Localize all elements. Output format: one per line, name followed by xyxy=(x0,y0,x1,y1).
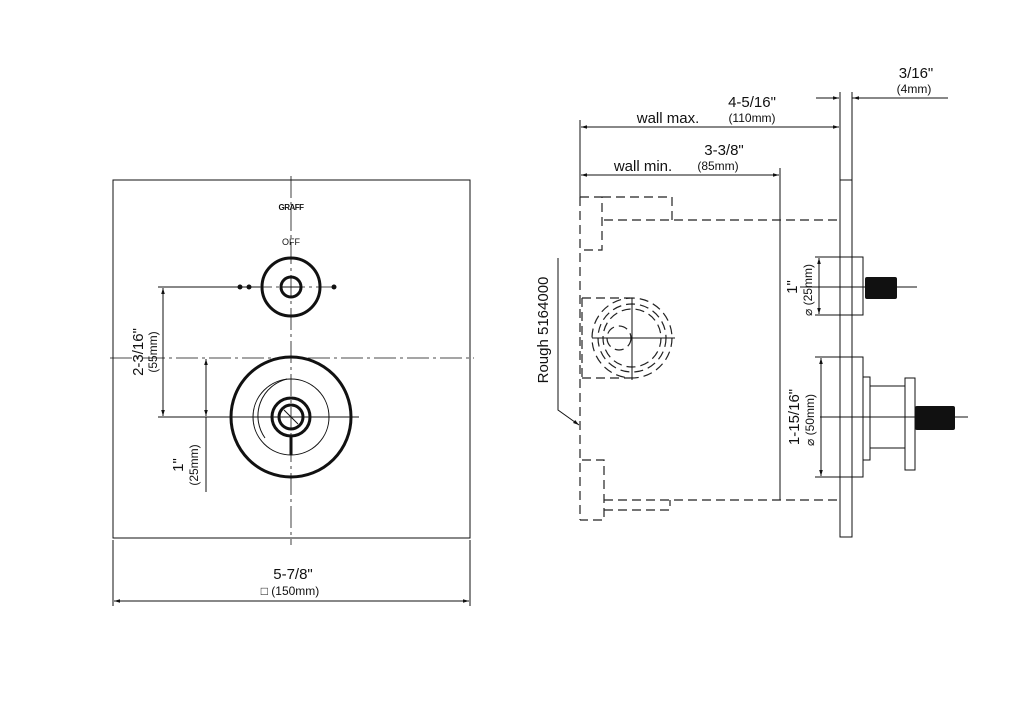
dim-label: (55mm) xyxy=(146,331,160,372)
off-label: OFF xyxy=(282,237,300,247)
dim-label: ⌀ (50mm) xyxy=(803,394,817,446)
dim-wall-max: wall max. 4-5/16" (110mm) xyxy=(579,94,839,200)
brand-logo: GRAFF xyxy=(278,203,304,212)
dim-label: (4mm) xyxy=(897,82,932,96)
dim-wall-min: wall min. 3-3/8" (85mm) xyxy=(581,142,781,500)
dim-label: 1" xyxy=(170,458,187,472)
rough-label: Rough 5164000 xyxy=(535,277,552,384)
rough-valve-body: Rough 5164000 xyxy=(535,196,840,521)
dim-label: 3/16" xyxy=(899,65,934,82)
dim-vertical-spacing: 2-3/16" (55mm) xyxy=(130,286,260,418)
dim-label: ⌀ (25mm) xyxy=(801,264,815,316)
trim-plate-side xyxy=(839,179,853,538)
dim-label: 4-5/16" xyxy=(728,94,776,111)
dim-label: 3-3/8" xyxy=(704,142,744,159)
dim-label: wall min. xyxy=(613,158,672,175)
dim-label: □ (150mm) xyxy=(261,584,320,598)
dim-center-offset: 1" (25mm) xyxy=(170,359,208,492)
diverter-side: 1" ⌀ (25mm) xyxy=(784,256,917,316)
dim-label: (85mm) xyxy=(697,159,738,173)
dim-label: 1-15/16" xyxy=(786,389,803,445)
dim-plate-thickness: 3/16" (4mm) xyxy=(816,65,948,100)
dim-label: (110mm) xyxy=(728,111,775,125)
side-view: 3/16" (4mm) wall max. 4-5/16" (110mm) wa… xyxy=(535,65,968,538)
thermostatic-handle xyxy=(227,355,359,479)
dim-label: 1" xyxy=(784,280,801,294)
dim-label: 5-7/8" xyxy=(273,566,313,583)
dim-label: wall max. xyxy=(636,110,700,127)
dim-width: 5-7/8" □ (150mm) xyxy=(112,540,471,606)
trim-plate-outline xyxy=(112,179,471,539)
dim-label: (25mm) xyxy=(187,444,201,485)
handle-side: 1-15/16" ⌀ (50mm) xyxy=(786,356,968,478)
front-view: GRAFF OFF 2-3/16" (55mm) 1" (25mm) 5-7/8… xyxy=(110,176,474,606)
dim-label: 2-3/16" xyxy=(130,328,147,376)
diverter-knob xyxy=(237,256,337,318)
